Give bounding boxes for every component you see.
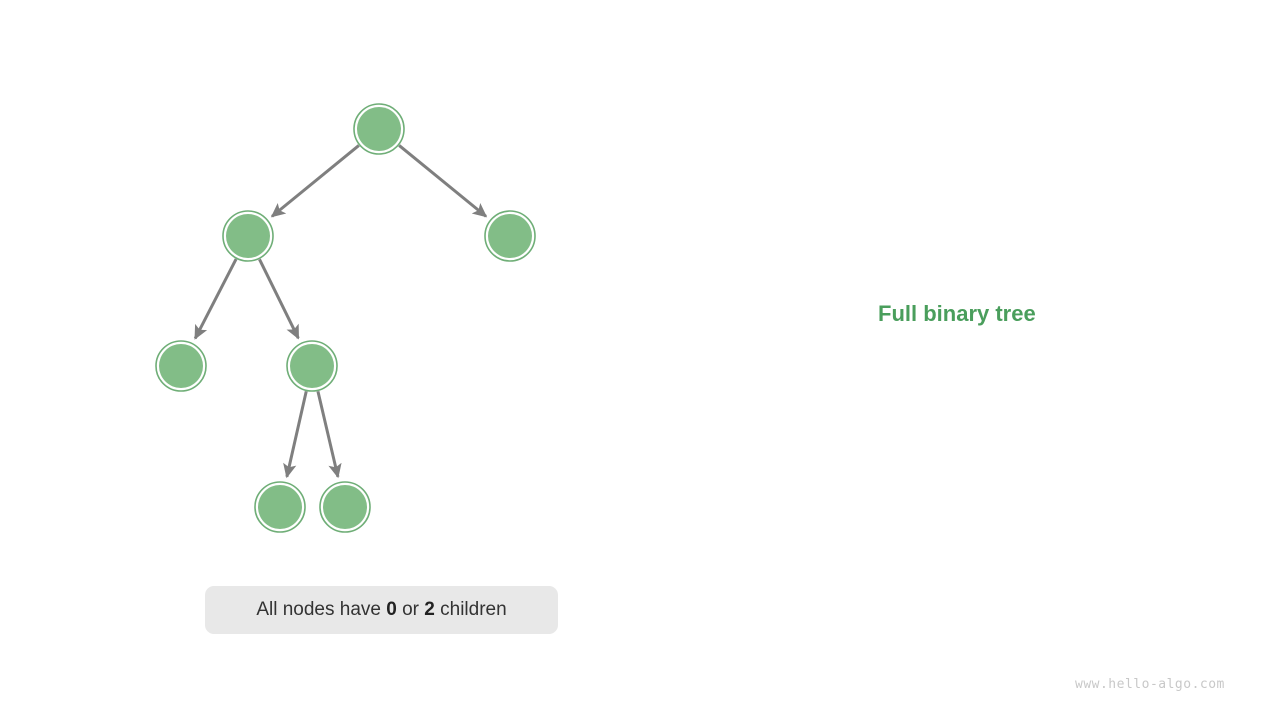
node-circle	[488, 214, 532, 258]
node-circle	[159, 344, 203, 388]
tree-node[interactable]	[319, 481, 371, 533]
node-outer-ring	[155, 340, 207, 392]
tree-edge	[193, 258, 238, 340]
node-outer-ring	[353, 103, 405, 155]
tree-node[interactable]	[353, 103, 405, 155]
caption-text: All nodes have 0 or 2 children	[256, 599, 506, 621]
node-outer-ring	[222, 210, 274, 262]
node-circle	[226, 214, 270, 258]
tree-node[interactable]	[484, 210, 536, 262]
watermark: www.hello-algo.com	[1075, 677, 1225, 692]
tree-node[interactable]	[222, 210, 274, 262]
tree-node[interactable]	[155, 340, 207, 392]
caption-box: All nodes have 0 or 2 children	[205, 586, 558, 634]
node-outer-ring	[484, 210, 536, 262]
page-title: Full binary tree	[878, 301, 1036, 326]
node-circle	[323, 485, 367, 529]
edge-layer	[193, 144, 488, 479]
tree-node[interactable]	[286, 340, 338, 392]
tree-edge	[283, 391, 308, 479]
node-layer	[155, 103, 536, 533]
tree-edge	[270, 144, 360, 218]
caption-suffix: children	[434, 599, 507, 620]
caption-middle: or	[396, 599, 425, 620]
node-circle	[258, 485, 302, 529]
node-circle	[357, 107, 401, 151]
tree-edge	[316, 390, 342, 479]
tree-edge	[398, 144, 488, 218]
node-outer-ring	[319, 481, 371, 533]
node-outer-ring	[254, 481, 306, 533]
node-outer-ring	[286, 340, 338, 392]
caption-bold-two: 2	[424, 599, 435, 620]
caption-prefix: All nodes have	[256, 599, 387, 620]
tree-edge	[258, 258, 300, 340]
caption-bold-zero: 0	[386, 599, 397, 620]
node-circle	[290, 344, 334, 388]
tree-node[interactable]	[254, 481, 306, 533]
